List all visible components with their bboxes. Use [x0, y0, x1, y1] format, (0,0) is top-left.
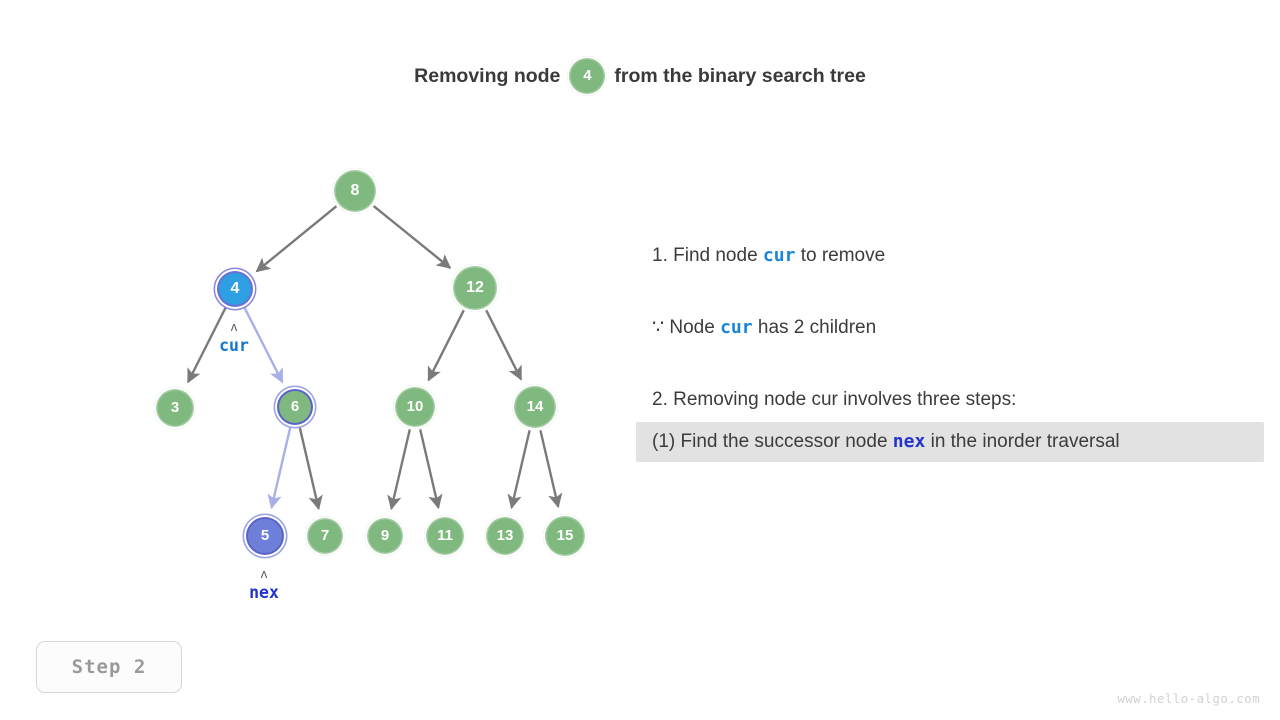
- tree-node-14: 14: [512, 384, 558, 430]
- pointer-caret-icon-cur: ʌ: [230, 319, 238, 334]
- page-title-prefix: Removing node: [414, 65, 561, 87]
- desc-line-three-steps: 2. Removing node cur involves three step…: [636, 384, 1264, 416]
- tree-edge-n4-n3: [186, 307, 227, 384]
- tree-edge-n12-n14: [485, 309, 523, 381]
- tree-node-10: 10: [393, 385, 437, 429]
- pointer-label-cur: cur: [219, 336, 249, 355]
- desc-line-4-post: in the inorder traversal: [925, 431, 1120, 452]
- tree-node-3: 3: [154, 387, 196, 429]
- tree-edge-n12-n10: [427, 309, 465, 382]
- tree-node-8: 8: [332, 168, 378, 214]
- tree-edges-layer: [186, 205, 563, 511]
- site-watermark: www.hello-algo.com: [1117, 691, 1260, 706]
- tree-node-5: 5: [244, 515, 286, 557]
- tree-node-4: 4: [215, 269, 255, 309]
- tree-edge-n6-n5: [267, 427, 292, 510]
- keyword-nex: nex: [892, 431, 926, 452]
- tree-edge-n6-n7: [298, 427, 323, 511]
- pointer-label-nex: nex: [249, 583, 279, 602]
- tree-edge-n4-n6: [243, 307, 284, 384]
- tree-edge-n14-n15: [539, 430, 563, 509]
- desc-line-1-pre: 1. Find node: [652, 245, 763, 266]
- desc-line-step-1-highlighted: (1) Find the successor node nex in the i…: [636, 422, 1264, 462]
- page-title-suffix: from the binary search tree: [614, 65, 866, 87]
- keyword-cur: cur: [720, 317, 753, 338]
- step-indicator-box: Step 2: [36, 641, 182, 693]
- tree-edge-n8-n12: [372, 205, 452, 269]
- tree-edge-n8-n4: [255, 205, 338, 273]
- tree-node-13: 13: [484, 515, 526, 557]
- title-node-circle: 4: [567, 56, 608, 96]
- desc-line-4-pre: (1) Find the successor node: [652, 431, 893, 452]
- tree-node-12: 12: [451, 264, 499, 312]
- tree-node-6: 6: [275, 387, 315, 427]
- description-panel: 1. Find node cur to remove ∵ Node cur ha…: [636, 240, 1264, 462]
- desc-line-find-cur: 1. Find node cur to remove: [636, 240, 1264, 272]
- pointer-caret-icon-nex: ʌ: [260, 566, 268, 581]
- page-title: Removing node 4 from the binary search tre…: [0, 56, 1280, 96]
- tree-node-9: 9: [365, 516, 405, 556]
- desc-line-1-post: to remove: [795, 245, 886, 266]
- tree-node-11: 11: [424, 515, 466, 557]
- desc-line-2-post: has 2 children: [752, 317, 877, 338]
- desc-line-cur-has-2-children: ∵ Node cur has 2 children: [636, 312, 1264, 344]
- tree-node-7: 7: [305, 516, 345, 556]
- tree-edge-n10-n11: [419, 429, 443, 510]
- desc-line-2-pre: ∵ Node: [652, 317, 721, 338]
- tree-node-15: 15: [543, 514, 587, 558]
- keyword-cur: cur: [762, 245, 796, 266]
- tree-edge-n10-n9: [387, 429, 411, 511]
- desc-line-3-text: 2. Removing node cur involves three step…: [652, 389, 1017, 410]
- tree-edge-n14-n13: [507, 430, 531, 510]
